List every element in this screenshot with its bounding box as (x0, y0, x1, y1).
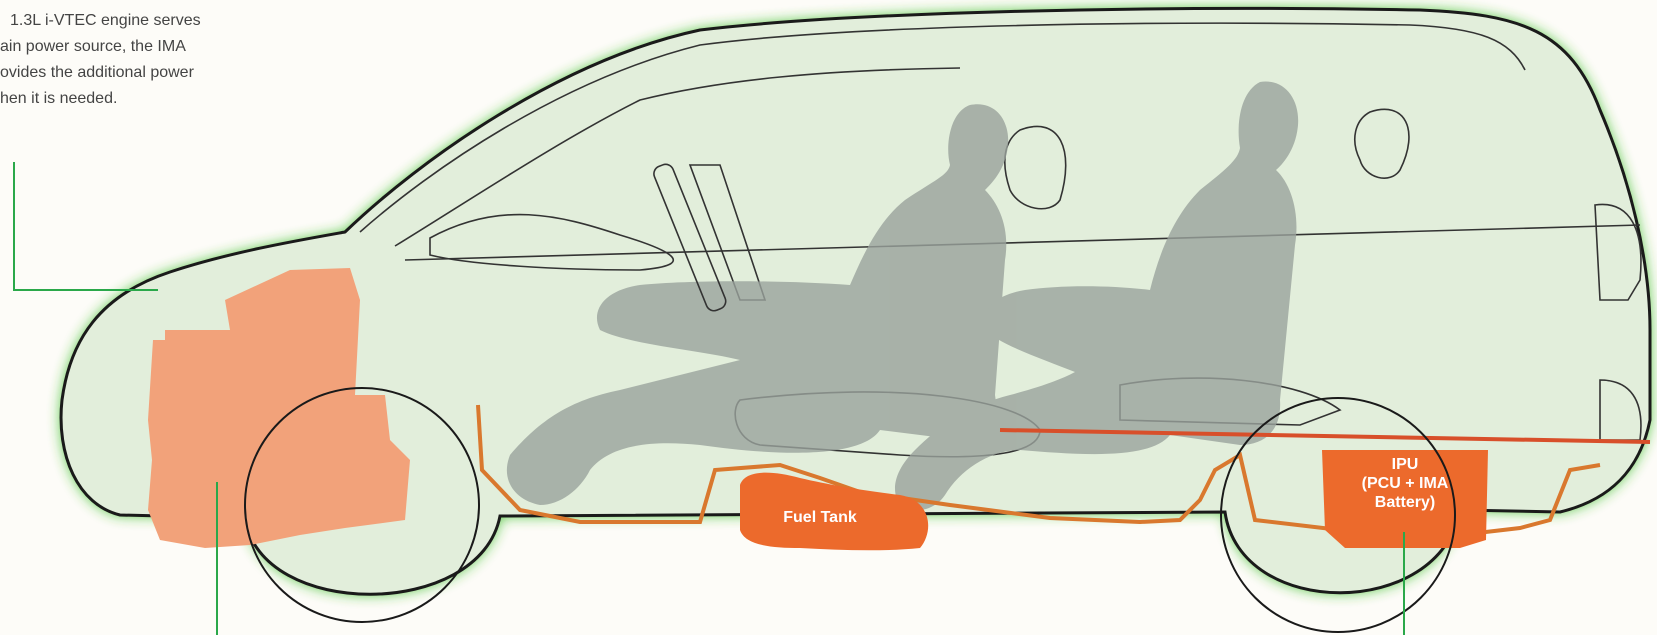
ipu-label-line: IPU (1391, 456, 1419, 473)
ipu-label-line: (PCU + IMA (1361, 475, 1449, 492)
passenger-silhouettes (506, 81, 1299, 511)
front-passenger-silhouette (506, 104, 1009, 505)
rear-passenger-silhouette (895, 81, 1299, 511)
engine-block (148, 268, 410, 548)
caption-line: ovides the additional power (0, 64, 194, 81)
caption-line: ain power source, the IMA (0, 38, 186, 55)
steering-wheel (653, 163, 727, 312)
engine-caption: 1.3L i-VTEC engine serves ain power sour… (0, 8, 285, 112)
ipu-unit (1322, 450, 1488, 548)
fuel-tank-label: Fuel Tank (783, 509, 857, 526)
caption-line: hen it is needed. (0, 90, 118, 107)
fuel-tank (740, 472, 929, 551)
front-wheel (244, 387, 480, 623)
rear-wheel (1220, 397, 1456, 633)
caption-line: 1.3L i-VTEC engine serves (10, 12, 201, 29)
caption-leader-line (13, 162, 158, 291)
ipu-label-line: Battery) (1374, 494, 1436, 511)
ipu-label: IPU (PCU + IMA Battery) (1340, 455, 1470, 512)
battery-cable (999, 428, 1651, 444)
